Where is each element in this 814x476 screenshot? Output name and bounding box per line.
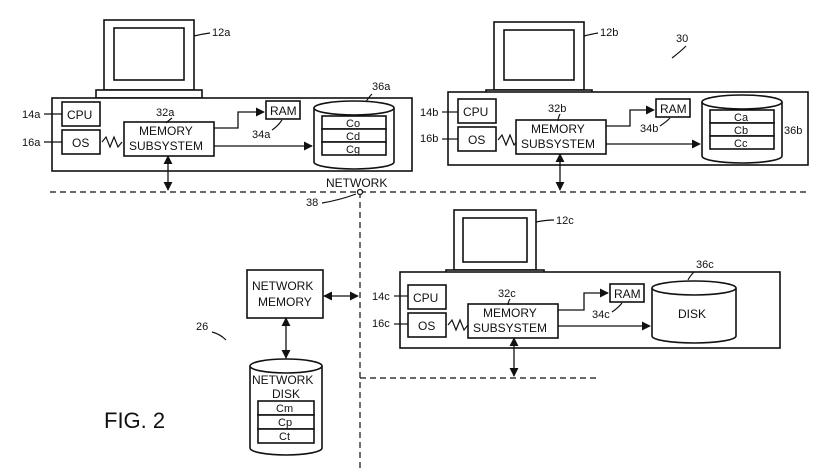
disk-a-ref: 36a [372, 81, 391, 93]
cpu-b-label: CPU [463, 105, 488, 119]
network-disk-item-1: Cp [278, 417, 292, 429]
memsub-a-ref: 32a [156, 107, 175, 119]
os-a-ref: 16a [22, 137, 41, 149]
network-memory-line1: NETWORK [252, 279, 313, 293]
disk-b-item-0: Ca [734, 112, 749, 124]
ram-a-ref: 34a [252, 129, 271, 141]
network-ref-leader [212, 332, 226, 340]
network-disk-line2: DISK [272, 387, 300, 401]
monitor-a-ref: 12a [212, 27, 231, 39]
cpu-a-label: CPU [67, 108, 92, 122]
os-c-label: OS [418, 319, 435, 333]
machine-c: 12c CPU OS 14c 16c MEMORY SUBSYSTEM 32c … [372, 210, 780, 376]
network-label: NETWORK [326, 176, 387, 190]
memsub-c-ref: 32c [498, 288, 516, 300]
memsub-b-line2: SUBSYSTEM [521, 137, 595, 151]
network-ref: 26 [196, 321, 208, 333]
network-memory-line2: MEMORY [258, 295, 312, 309]
network-disk-item-2: Ct [279, 431, 290, 443]
disk-b-ref: 36b [784, 125, 802, 137]
machine-b: 12b CPU OS 14b 16b MEMORY SUBSYSTEM 32b … [420, 22, 808, 190]
network-disk-item-0: Cm [276, 403, 293, 415]
disk-a-item-1: Cd [346, 131, 360, 143]
ram-c-label: RAM [614, 287, 641, 301]
monitor-a [96, 20, 202, 98]
network-disk: NETWORK DISK Cm Cp Ct [250, 359, 322, 455]
network-memory: NETWORK MEMORY [247, 270, 323, 318]
memsub-a-line2: SUBSYSTEM [129, 139, 203, 153]
os-b-label: OS [468, 133, 485, 147]
disk-a-item-0: Co [346, 118, 360, 130]
monitor-a-leader [194, 33, 210, 36]
ram-b-ref: 34b [640, 123, 658, 135]
disk-a: Co Cd Cg [314, 101, 394, 169]
monitor-c [446, 210, 544, 278]
system-ref-leader [672, 46, 686, 58]
network-disk-line1: NETWORK [252, 373, 313, 387]
memsub-b-ref: 32b [548, 103, 566, 115]
figure-title: FIG. 2 [104, 408, 165, 433]
disk-c-ref: 36c [696, 259, 714, 271]
monitor-c-ref: 12c [556, 215, 574, 227]
os-a-label: OS [72, 136, 89, 150]
os-c-ref: 16c [372, 318, 390, 330]
monitor-b-ref: 12b [600, 27, 618, 39]
os-b-ref: 16b [420, 133, 438, 145]
cpu-c-ref: 14c [372, 291, 390, 303]
machine-a: 12a CPU OS 14a 16a MEMORY SUBSYSTEM 32a … [22, 20, 412, 190]
system-ref: 30 [676, 33, 688, 45]
ram-a-label: RAM [270, 104, 297, 118]
disk-a-item-2: Cg [346, 144, 360, 156]
monitor-b [486, 22, 592, 98]
disk-b: Ca Cb Cc [702, 95, 782, 163]
memsub-a-line1: MEMORY [139, 124, 193, 138]
memsub-c-line2: SUBSYSTEM [473, 321, 547, 335]
cpu-c-label: CPU [413, 291, 438, 305]
disk-c: DISK [652, 281, 736, 343]
network-line-leader [322, 194, 356, 203]
ram-b-label: RAM [660, 102, 687, 116]
cpu-a-ref: 14a [22, 109, 41, 121]
disk-b-item-1: Cb [734, 125, 748, 137]
ram-c-ref: 34c [592, 309, 610, 321]
disk-c-label: DISK [678, 307, 706, 321]
disk-b-item-2: Cc [734, 138, 748, 150]
cpu-b-ref: 14b [420, 107, 438, 119]
memsub-b-line1: MEMORY [531, 122, 585, 136]
memsub-c-line1: MEMORY [483, 306, 537, 320]
network-line-ref: 38 [306, 197, 318, 209]
